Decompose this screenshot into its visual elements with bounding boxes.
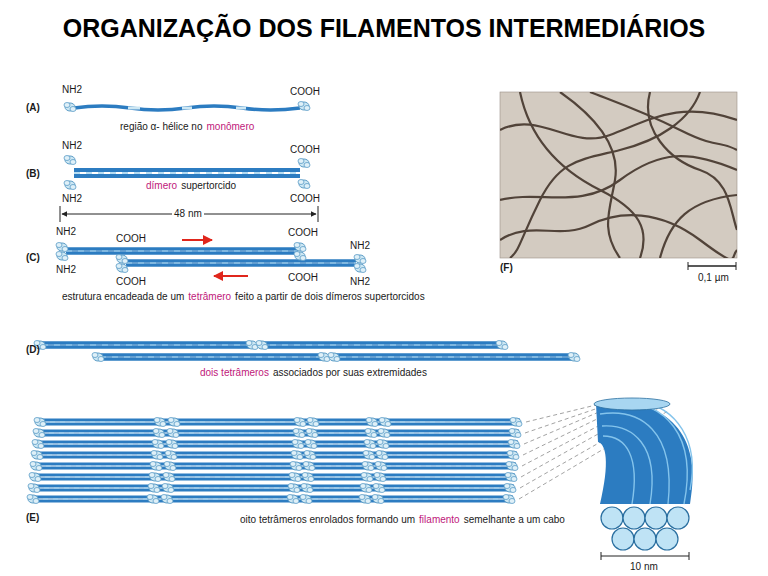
- panel-letter: (E): [26, 512, 39, 524]
- panel-letter: (B): [26, 168, 40, 180]
- caption-text: supertorcido: [181, 180, 236, 192]
- terminus-label: NH2: [350, 240, 370, 252]
- terminus-label: COOH: [290, 144, 320, 156]
- caption-line: dois tetrâmeros associados por suas extre…: [200, 367, 427, 379]
- caption-text: oito tetrâmeros enrolados formando um: [240, 514, 415, 526]
- terminus-label: COOH: [288, 272, 318, 284]
- caption-text: filamento: [419, 514, 460, 526]
- panel-letter: (F): [500, 262, 513, 274]
- caption-text: associados por suas extremidades: [273, 367, 427, 379]
- caption-text: estrutura encadeada de um: [62, 291, 184, 303]
- caption-text: dois tetrâmeros: [200, 367, 269, 379]
- page-title: ORGANIZAÇÃO DOS FILAMENTOS INTERMEDIÁRIO…: [0, 14, 768, 43]
- terminus-label: NH2: [350, 276, 370, 288]
- caption-text: tetrâmero: [188, 291, 231, 303]
- scale-label: 10 nm: [628, 561, 660, 573]
- scale-label: 48 nm: [172, 208, 204, 220]
- terminus-label: NH2: [62, 140, 82, 152]
- caption-text: dímero: [146, 180, 177, 192]
- terminus-label: COOH: [290, 86, 320, 98]
- terminus-label: COOH: [116, 233, 146, 245]
- terminus-label: COOH: [116, 276, 146, 288]
- caption-line: oito tetrâmeros enrolados formando um fil…: [240, 514, 565, 526]
- caption-line: região α- hélice no monômero: [120, 121, 254, 133]
- caption-text: região α- hélice no: [120, 121, 203, 133]
- panel-letter: (D): [26, 344, 40, 356]
- caption-line: estrutura encadeada de um tetrâmero feito …: [62, 291, 425, 303]
- terminus-label: COOH: [288, 227, 318, 239]
- scale-label: 0,1 µm: [696, 272, 731, 284]
- caption-text: monômero: [207, 121, 255, 133]
- caption-text: semelhante a um cabo: [464, 514, 565, 526]
- terminus-label: NH2: [62, 84, 82, 96]
- terminus-label: NH2: [56, 226, 76, 238]
- terminus-label: NH2: [62, 193, 82, 205]
- terminus-label: COOH: [290, 193, 320, 205]
- caption-line: dímero supertorcido: [146, 180, 236, 192]
- panel-letter: (A): [26, 102, 40, 114]
- caption-text: feito a partir de dois dímeros supertorc…: [235, 291, 425, 303]
- terminus-label: NH2: [56, 264, 76, 276]
- panel-letter: (C): [26, 252, 40, 264]
